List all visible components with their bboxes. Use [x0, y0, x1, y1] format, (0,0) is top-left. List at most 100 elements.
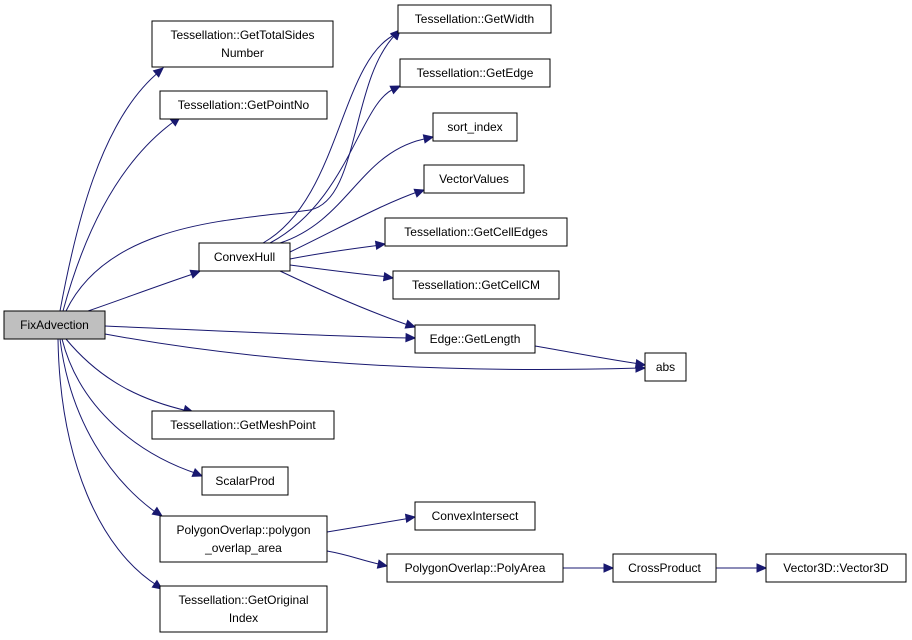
node-box — [159, 585, 328, 633]
node-label: Tessellation::GetTotalSides — [170, 28, 314, 42]
node-label: Tessellation::GetWidth — [415, 12, 534, 26]
edge-line — [57, 338, 159, 587]
node-getlength[interactable]: Edge::GetLength — [414, 324, 536, 354]
arrowhead-icon — [405, 332, 417, 343]
node-box — [414, 501, 536, 531]
node-box — [644, 352, 687, 382]
edge-line — [262, 33, 397, 244]
node-fix[interactable]: FixAdvection — [3, 310, 106, 340]
edge-line — [534, 345, 641, 365]
edge-convexhull-to-getlength — [279, 270, 417, 329]
node-meshpoint[interactable]: Tessellation::GetMeshPoint — [151, 410, 335, 440]
node-label: sort_index — [447, 120, 502, 134]
edge-line — [104, 333, 641, 370]
node-abs[interactable]: abs — [644, 352, 687, 382]
arrowhead-icon — [756, 563, 768, 573]
node-width[interactable]: Tessellation::GetWidth — [397, 4, 552, 34]
node-box — [399, 58, 551, 88]
arrowhead-icon — [151, 506, 164, 517]
node-label: Tessellation::GetCellEdges — [404, 225, 547, 239]
edge-line — [65, 338, 189, 412]
edge-crossprod-to-vector3d — [716, 563, 768, 573]
node-box — [151, 20, 334, 68]
arrowhead-icon — [189, 269, 202, 279]
node-label: ScalarProd — [215, 474, 274, 488]
arrowhead-icon — [382, 271, 395, 282]
edge-fix-to-convexhull — [87, 269, 202, 312]
node-label: FixAdvection — [20, 318, 89, 332]
edge-fix-to-pointno — [62, 116, 181, 312]
nodes-layer: FixAdvection Tessellation::GetTotalSidesN… — [3, 4, 907, 633]
node-box — [765, 553, 907, 583]
node-vector3d[interactable]: Vector3D::Vector3D — [765, 553, 907, 583]
node-label: Tessellation::GetEdge — [417, 66, 534, 80]
edge-line — [269, 87, 397, 244]
node-polyoverlap[interactable]: PolygonOverlap::polygon_overlap_area — [159, 515, 328, 563]
edge-fix-to-totalsides — [59, 67, 164, 312]
node-vecvals[interactable]: VectorValues — [423, 164, 525, 194]
node-box — [3, 310, 106, 340]
edge-line — [87, 272, 197, 312]
edge-line — [62, 119, 177, 312]
edge-line — [289, 190, 421, 253]
node-pointno[interactable]: Tessellation::GetPointNo — [159, 90, 328, 120]
node-cellcm[interactable]: Tessellation::GetCellCM — [392, 270, 560, 300]
node-box — [414, 324, 536, 354]
edge-line — [289, 244, 382, 260]
edge-polyarea-to-crossprod — [563, 563, 615, 573]
arrowhead-icon — [389, 85, 402, 95]
arrowhead-icon — [603, 563, 615, 573]
node-box — [423, 164, 525, 194]
node-box — [392, 270, 560, 300]
node-box — [151, 410, 335, 440]
node-edge[interactable]: Tessellation::GetEdge — [399, 58, 551, 88]
node-label: Edge::GetLength — [430, 332, 521, 346]
node-box — [384, 217, 568, 247]
edge-convexhull-to-cellcm — [289, 264, 395, 282]
edge-line — [61, 338, 199, 475]
node-crossprod[interactable]: CrossProduct — [612, 553, 717, 583]
edge-fix-to-meshpoint — [65, 338, 195, 415]
node-label: VectorValues — [439, 172, 509, 186]
node-label: PolygonOverlap::polygon — [176, 523, 310, 537]
edge-line — [279, 137, 430, 244]
edge-convexhull-to-sortidx — [279, 134, 435, 244]
node-label: ConvexHull — [214, 250, 275, 264]
node-convexint[interactable]: ConvexIntersect — [414, 501, 536, 531]
node-celledges[interactable]: Tessellation::GetCellEdges — [384, 217, 568, 247]
edge-line — [59, 338, 159, 515]
node-scalarprod[interactable]: ScalarProd — [201, 466, 289, 496]
node-box — [198, 242, 291, 272]
edge-fix-to-getlength — [104, 325, 417, 343]
node-label: Index — [229, 611, 258, 625]
node-convexhull[interactable]: ConvexHull — [198, 242, 291, 272]
node-box — [159, 515, 328, 563]
edge-fix-to-origindex — [57, 338, 164, 590]
node-sortidx[interactable]: sort_index — [432, 112, 518, 142]
node-box — [201, 466, 289, 496]
node-label: Tessellation::GetCellCM — [412, 278, 540, 292]
node-label: Number — [221, 46, 264, 60]
edge-line — [104, 325, 411, 339]
node-box — [432, 112, 518, 142]
edge-line — [59, 70, 161, 312]
edge-polyoverlap-to-convexint — [326, 513, 417, 533]
arrowhead-icon — [634, 358, 647, 369]
node-box — [397, 4, 552, 34]
edge-convexhull-to-edge — [269, 85, 402, 244]
edge-getlength-to-abs — [534, 345, 647, 369]
node-label: abs — [656, 360, 675, 374]
edge-polyoverlap-to-polyarea — [326, 550, 389, 569]
node-label: Tessellation::GetMeshPoint — [170, 418, 316, 432]
edge-fix-to-abs — [104, 333, 647, 373]
node-box — [386, 553, 564, 583]
edge-line — [65, 33, 397, 312]
node-label: _overlap_area — [204, 541, 282, 555]
node-polyarea[interactable]: PolygonOverlap::PolyArea — [386, 553, 564, 583]
edges-layer — [57, 29, 768, 590]
edge-line — [326, 550, 384, 566]
arrowhead-icon — [191, 468, 204, 477]
arrowhead-icon — [413, 188, 426, 198]
